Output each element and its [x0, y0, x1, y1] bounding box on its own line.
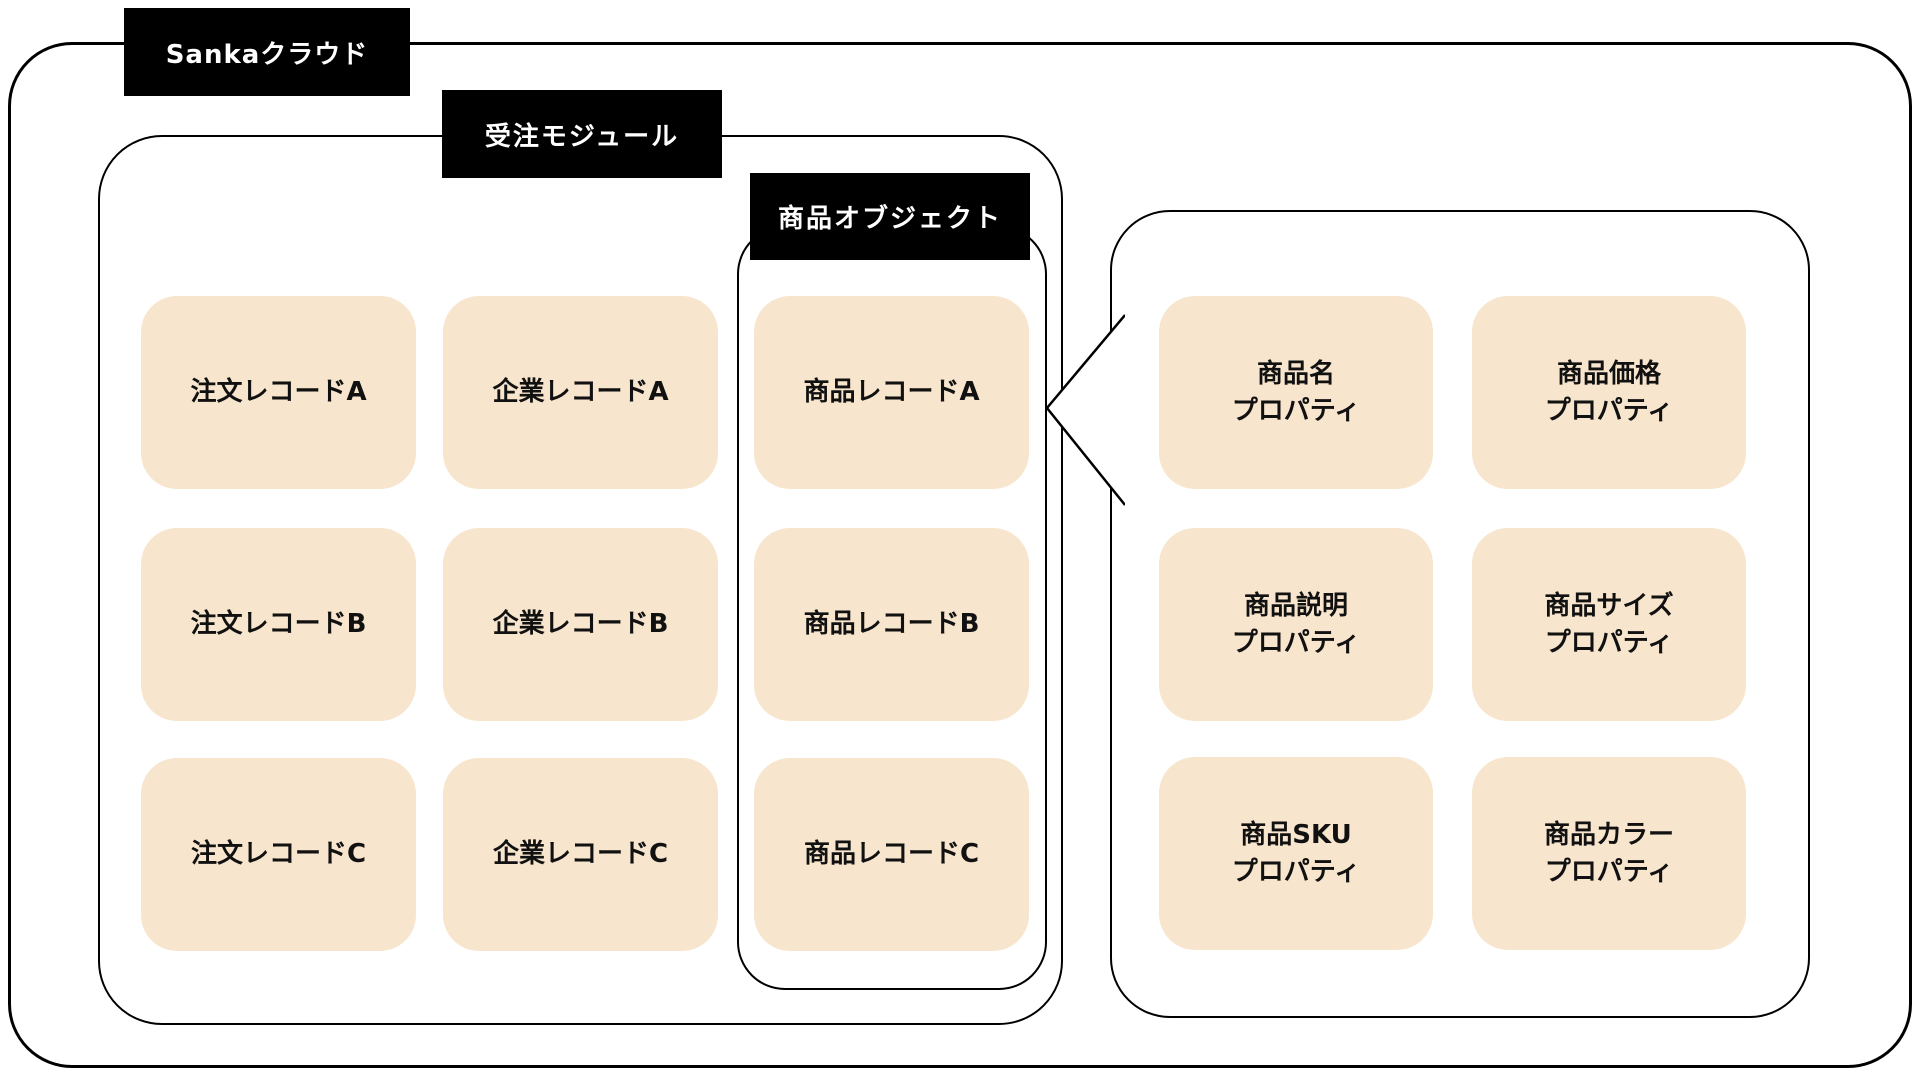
property-card: 商品カラー プロパティ [1472, 757, 1746, 950]
property-type: プロパティ [1544, 856, 1674, 887]
module-label-text: 受注モジュール [484, 121, 680, 152]
property-card: 商品説明 プロパティ [1159, 528, 1433, 721]
property-type: プロパティ [1231, 627, 1361, 658]
object-label: 商品オブジェクト [750, 173, 1030, 260]
property-type: プロパティ [1544, 627, 1674, 658]
order-record-label: 注文レコードA [190, 377, 367, 408]
order-record-card: 注文レコードB [141, 528, 416, 721]
property-card: 商品サイズ プロパティ [1472, 528, 1746, 721]
property-name: 商品SKU [1240, 820, 1352, 851]
product-record-card: 商品レコードB [754, 528, 1029, 721]
company-record-label: 企業レコードC [492, 839, 669, 870]
callout-pointer-icon [1045, 314, 1125, 506]
order-record-label: 注文レコードC [190, 839, 367, 870]
product-record-card: 商品レコードC [754, 758, 1029, 951]
property-name: 商品説明 [1243, 591, 1348, 622]
object-label-text: 商品オブジェクト [777, 204, 1002, 234]
property-name: 商品価格 [1556, 359, 1661, 390]
property-card: 商品SKU プロパティ [1159, 757, 1433, 950]
order-record-card: 注文レコードC [141, 758, 416, 951]
company-record-card: 企業レコードC [443, 758, 718, 951]
product-record-label: 商品レコードB [803, 609, 980, 640]
company-record-card: 企業レコードA [443, 296, 718, 489]
cloud-label-text: Sankaクラウド [165, 39, 369, 70]
product-record-label: 商品レコードC [803, 839, 980, 870]
property-card: 商品名 プロパティ [1159, 296, 1433, 489]
company-record-label: 企業レコードB [492, 609, 669, 640]
product-record-label: 商品レコードA [803, 377, 980, 408]
module-label: 受注モジュール [442, 90, 722, 178]
order-record-label: 注文レコードB [190, 609, 367, 640]
order-record-card: 注文レコードA [141, 296, 416, 489]
company-record-card: 企業レコードB [443, 528, 718, 721]
property-type: プロパティ [1231, 395, 1361, 426]
property-type: プロパティ [1544, 395, 1674, 426]
property-type: プロパティ [1231, 856, 1361, 887]
property-card: 商品価格 プロパティ [1472, 296, 1746, 489]
cloud-label: Sankaクラウド [124, 8, 410, 96]
company-record-label: 企業レコードA [492, 377, 669, 408]
property-name: 商品サイズ [1544, 591, 1674, 622]
property-name: 商品カラー [1543, 820, 1674, 851]
property-name: 商品名 [1256, 359, 1335, 390]
product-record-card: 商品レコードA [754, 296, 1029, 489]
